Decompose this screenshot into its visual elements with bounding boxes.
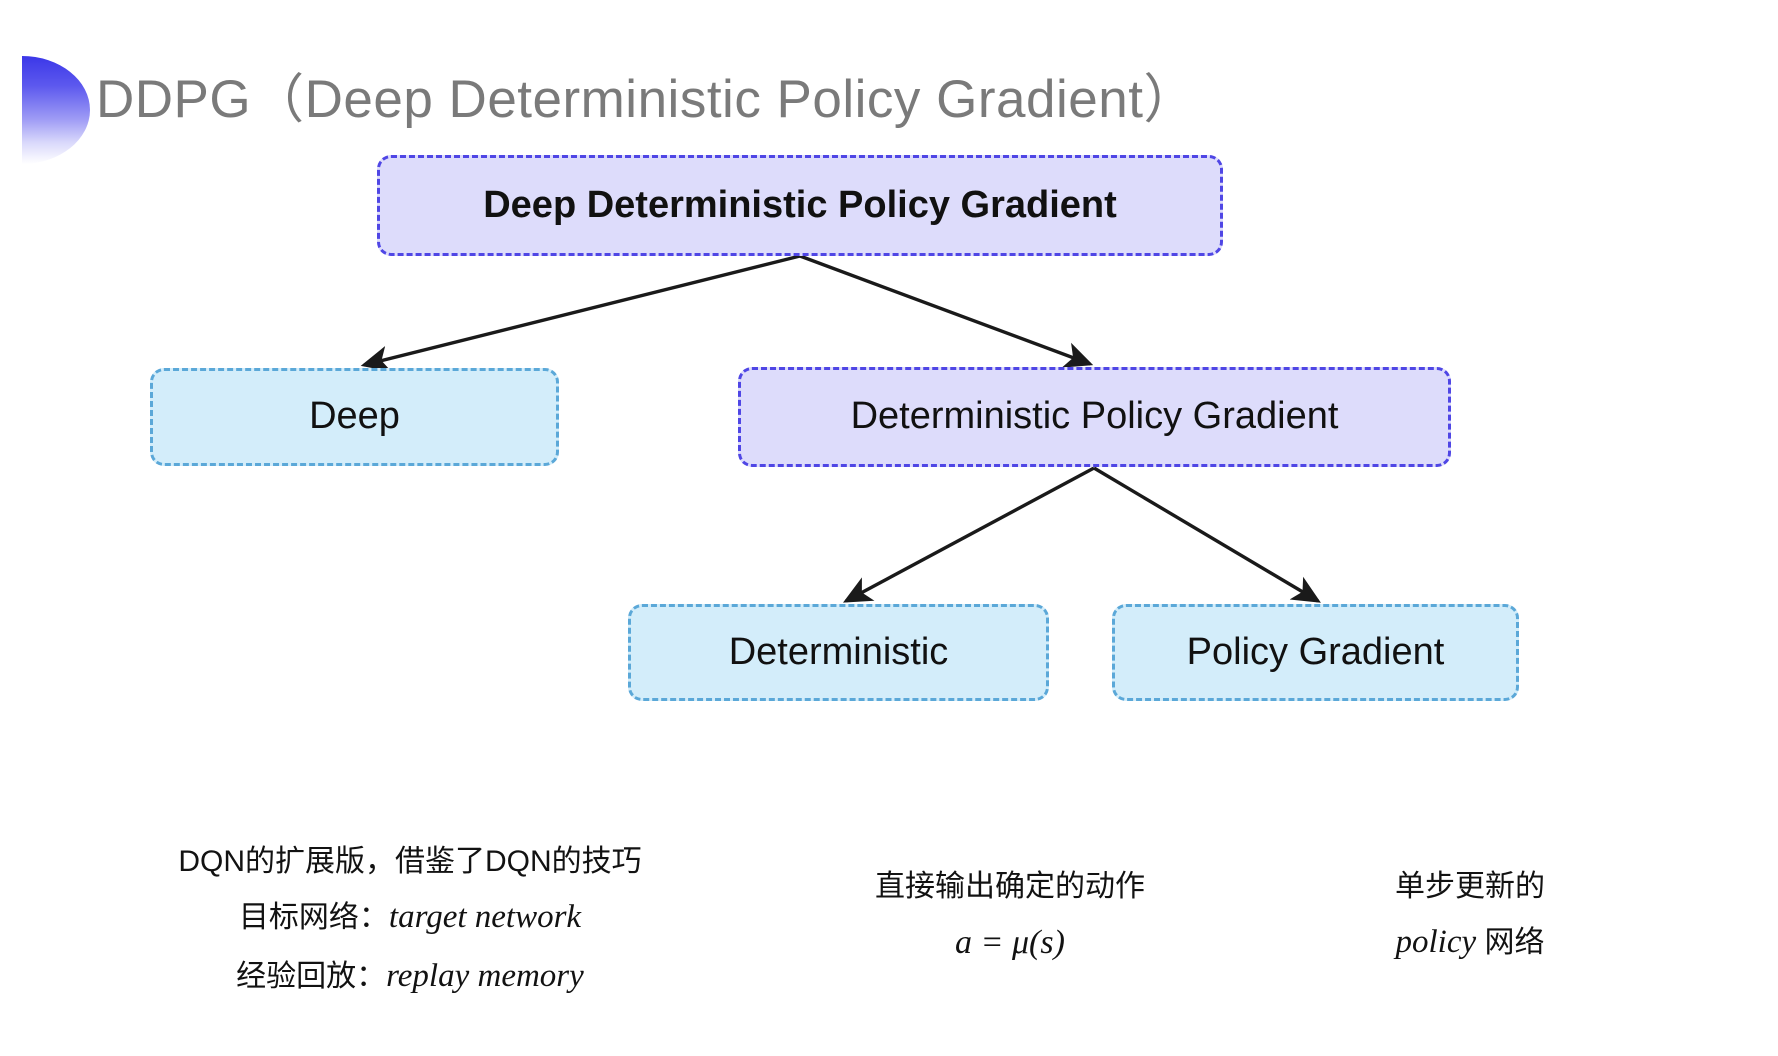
caption-deep-line2-label: 目标网络：	[238, 901, 389, 935]
caption-deep-line2: 目标网络：target network	[150, 888, 670, 947]
caption-deep-line1: DQN的扩展版，借鉴了DQN的技巧	[178, 845, 642, 878]
edge-dpg-to-policy-gradient	[1093, 466, 1321, 603]
node-deterministic-policy-gradient[interactable]: Deterministic Policy Gradient	[738, 367, 1451, 467]
caption-deterministic-formula: a = μ(s)	[955, 924, 1065, 962]
caption-deterministic: 直接输出确定的动作 a = μ(s)	[760, 860, 1260, 974]
caption-deep-line3-term: replay memory	[386, 958, 584, 995]
caption-deterministic-line1: 直接输出确定的动作	[875, 870, 1145, 903]
caption-deep-line2-term: target network	[388, 899, 582, 936]
edge-root-to-dpg	[799, 254, 1094, 368]
title-accent-halfcircle-icon	[22, 56, 90, 164]
caption-policy-gradient-term: policy	[1395, 924, 1477, 961]
caption-policy-gradient: 单步更新的 policy 网络	[1270, 860, 1670, 972]
node-policy-gradient[interactable]: Policy Gradient	[1112, 604, 1519, 701]
page-title: DDPG（Deep Deterministic Policy Gradient）	[96, 70, 1197, 129]
caption-deep: DQN的扩展版，借鉴了DQN的技巧 目标网络：target network 经验…	[150, 835, 670, 1006]
caption-policy-gradient-suffix: 网络	[1476, 926, 1545, 960]
caption-deep-line3-label: 经验回放：	[236, 960, 387, 994]
edge-dpg-to-deterministic	[843, 466, 1095, 603]
edge-root-to-deep	[360, 254, 801, 372]
node-deterministic[interactable]: Deterministic	[628, 604, 1049, 701]
caption-deep-line3: 经验回放：replay memory	[150, 947, 670, 1006]
node-deep-deterministic-policy-gradient[interactable]: Deep Deterministic Policy Gradient	[377, 155, 1223, 256]
node-deep[interactable]: Deep	[150, 368, 559, 466]
caption-policy-gradient-line1: 单步更新的	[1395, 870, 1545, 903]
caption-policy-gradient-line2: policy 网络	[1270, 913, 1670, 972]
